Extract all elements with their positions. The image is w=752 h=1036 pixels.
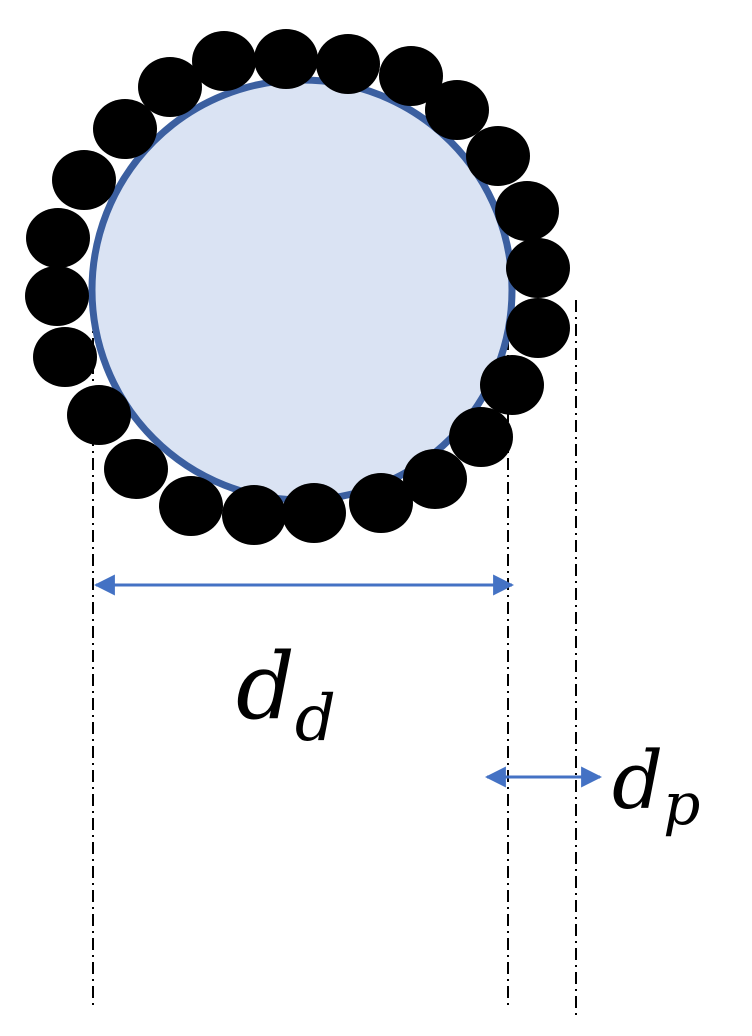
particle xyxy=(104,439,168,499)
particle xyxy=(379,46,443,106)
particle xyxy=(33,327,97,387)
particle xyxy=(506,298,570,358)
particle-ring xyxy=(25,29,570,545)
particle xyxy=(67,385,131,445)
particle xyxy=(282,483,346,543)
particle xyxy=(222,485,286,545)
particle xyxy=(25,266,89,326)
particle xyxy=(93,99,157,159)
droplet-diameter-label: dd xyxy=(236,633,336,756)
droplet-diameter-symbol: d xyxy=(236,633,295,740)
droplet-diameter-subscript: d xyxy=(295,682,336,756)
particle xyxy=(449,407,513,467)
particle xyxy=(466,126,530,186)
particle xyxy=(425,80,489,140)
particle-diameter-symbol: d xyxy=(612,734,663,827)
particle xyxy=(316,34,380,94)
particle xyxy=(349,473,413,533)
particle xyxy=(403,449,467,509)
particle xyxy=(254,29,318,89)
particle xyxy=(52,150,116,210)
particle xyxy=(192,31,256,91)
particle-diameter-label: dp xyxy=(612,734,700,838)
particle xyxy=(138,57,202,117)
particle xyxy=(495,181,559,241)
particle-diameter-subscript: p xyxy=(663,770,700,838)
particle xyxy=(506,238,570,298)
guide-lines xyxy=(92,290,577,1020)
particle xyxy=(26,208,90,268)
particle xyxy=(480,355,544,415)
particle xyxy=(159,476,223,536)
